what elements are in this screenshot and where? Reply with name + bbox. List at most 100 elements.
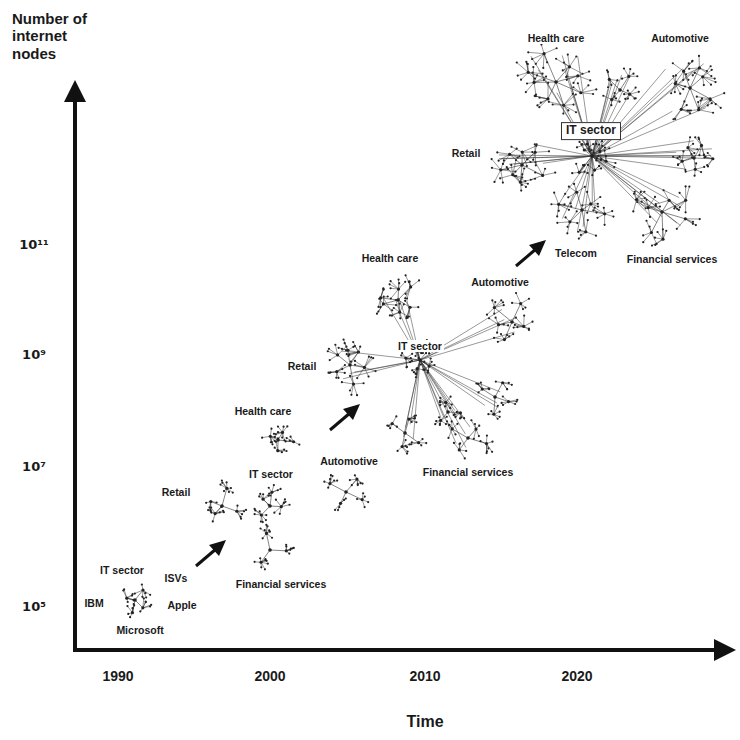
- network-node: [285, 545, 287, 547]
- network-node: [670, 92, 672, 94]
- network-link: [346, 479, 357, 492]
- network-node: [605, 155, 607, 157]
- network-node: [714, 77, 716, 79]
- network-node: [532, 66, 534, 68]
- network-cluster: [491, 143, 557, 192]
- network-node: [691, 60, 693, 62]
- network-node: [592, 143, 594, 145]
- network-node: [672, 62, 674, 64]
- network-node: [600, 167, 602, 169]
- network-node: [685, 73, 687, 75]
- network-node: [409, 285, 412, 288]
- stage-arrow: [196, 549, 216, 566]
- network-node: [260, 566, 262, 568]
- network-link: [592, 156, 657, 223]
- network-node: [406, 453, 408, 455]
- network-link: [569, 56, 576, 66]
- network-node: [520, 190, 522, 192]
- network-node: [388, 425, 390, 427]
- network-node: [564, 216, 566, 218]
- network-link: [420, 360, 466, 447]
- network-node: [507, 400, 510, 403]
- network-node: [520, 79, 522, 81]
- network-node: [598, 143, 600, 145]
- network-node: [623, 67, 625, 69]
- network-node: [417, 441, 420, 444]
- network-node: [141, 583, 143, 585]
- network-node: [415, 376, 417, 378]
- network-node: [435, 420, 437, 422]
- network-link: [662, 212, 685, 219]
- network-node: [697, 101, 699, 103]
- network-node: [444, 405, 446, 407]
- network-node: [507, 324, 509, 326]
- network-link: [468, 438, 486, 444]
- network-link: [343, 360, 420, 379]
- network-node: [134, 592, 136, 594]
- network-node: [701, 98, 703, 100]
- network-node: [491, 451, 493, 453]
- network-node: [703, 154, 705, 156]
- hub-links: [592, 75, 629, 156]
- network-node: [352, 341, 354, 343]
- network-node: [645, 220, 647, 222]
- network-node: [260, 513, 263, 516]
- network-link: [494, 170, 500, 182]
- network-node: [544, 168, 546, 170]
- network-node: [283, 426, 285, 428]
- network-node: [592, 93, 594, 95]
- network-node: [404, 356, 407, 359]
- network-node: [588, 148, 590, 150]
- network-node: [264, 568, 266, 570]
- network-link: [459, 438, 468, 450]
- network-node: [493, 395, 497, 399]
- network-node: [558, 210, 560, 212]
- network-node: [525, 91, 527, 93]
- network-node: [562, 69, 564, 71]
- network-node: [273, 484, 275, 486]
- network-node: [225, 481, 227, 483]
- network-node: [523, 167, 525, 169]
- network-node: [281, 436, 283, 438]
- network-link: [364, 358, 373, 367]
- network-link: [341, 492, 346, 503]
- hub-links: [420, 360, 470, 447]
- network-node: [563, 203, 565, 205]
- network-link: [501, 165, 522, 170]
- network-node: [711, 69, 713, 71]
- network-link: [499, 155, 592, 156]
- network-node: [259, 561, 262, 564]
- stage-arrow: [330, 413, 350, 430]
- network-link: [222, 506, 237, 511]
- sector-label: Retail: [160, 486, 193, 498]
- network-node: [456, 411, 458, 413]
- network-link: [420, 360, 498, 408]
- network-link: [537, 99, 548, 106]
- network-node: [347, 355, 349, 357]
- network-node: [566, 226, 568, 228]
- network-link: [355, 361, 364, 367]
- network-node: [678, 209, 680, 211]
- network-node: [241, 513, 243, 515]
- network-node: [640, 191, 642, 193]
- network-node: [391, 422, 394, 425]
- network-node: [361, 483, 363, 485]
- network-node: [682, 88, 684, 90]
- network-node: [209, 500, 212, 503]
- network-node: [503, 338, 506, 341]
- network-node: [277, 431, 279, 433]
- network-link: [489, 318, 498, 324]
- network-link: [501, 170, 503, 183]
- network-node: [700, 171, 702, 173]
- network-link: [391, 289, 399, 298]
- network-link: [420, 360, 457, 417]
- network-link: [575, 156, 592, 209]
- network-link: [586, 220, 588, 232]
- network-node: [480, 382, 482, 384]
- network-node: [481, 387, 484, 390]
- network-node: [516, 61, 518, 63]
- network-node: [258, 495, 260, 497]
- network-node: [685, 185, 687, 187]
- network-link: [516, 293, 521, 304]
- network-link: [592, 155, 711, 156]
